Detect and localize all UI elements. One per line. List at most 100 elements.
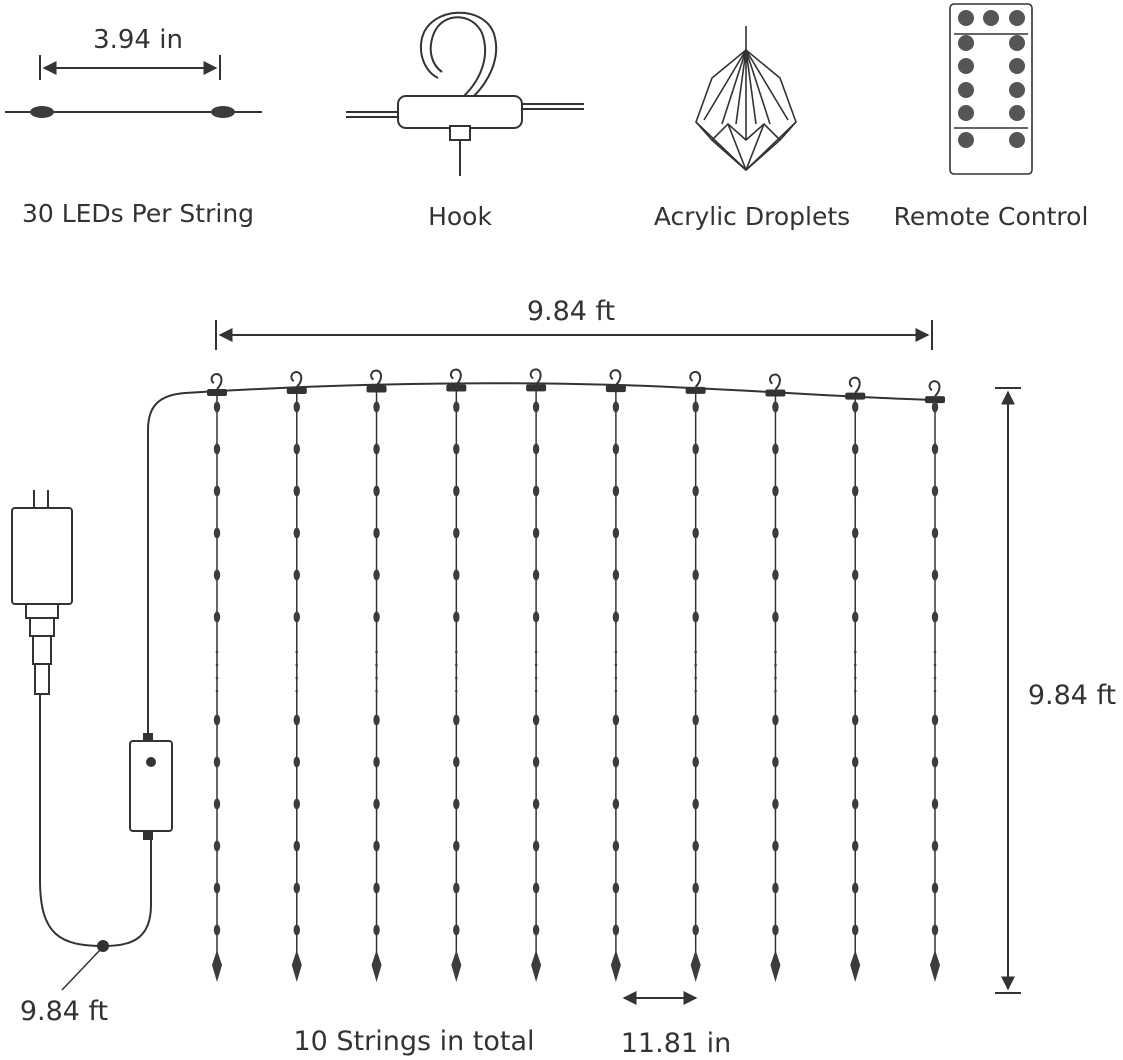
gap-dot xyxy=(694,663,697,667)
string-droplet xyxy=(850,950,861,982)
gap-dot xyxy=(614,689,618,693)
led-bulb xyxy=(532,756,540,768)
gap-dot xyxy=(455,689,458,693)
led-bulb xyxy=(293,714,300,726)
led-bulb xyxy=(293,611,300,623)
gap-dot xyxy=(215,663,219,667)
led-bulb xyxy=(692,714,699,726)
string-clip xyxy=(446,384,467,392)
led-bulb xyxy=(453,527,460,539)
led-bulb xyxy=(931,882,939,894)
led-bulb xyxy=(213,882,221,894)
led-bulb xyxy=(453,569,460,581)
gap-dot xyxy=(534,689,538,693)
string-droplet xyxy=(451,950,462,982)
led-bulb xyxy=(532,611,540,623)
led-bulb xyxy=(373,840,380,852)
acrylic-droplet-icon xyxy=(695,26,797,172)
led-bulb xyxy=(612,714,620,726)
led-bulb xyxy=(453,611,460,623)
acrylic-droplets-label: Acrylic Droplets xyxy=(654,202,850,231)
led-bulb xyxy=(931,569,939,581)
lead-cable-label: 9.84 ft xyxy=(20,996,108,1027)
gap-dot xyxy=(295,689,299,693)
string-clip xyxy=(207,389,227,396)
string-droplet xyxy=(610,950,621,982)
gap-dot xyxy=(534,676,538,680)
led-bulb xyxy=(772,714,779,726)
led-bulb xyxy=(453,840,460,852)
gap-dot xyxy=(694,676,697,680)
led-bulb xyxy=(772,882,779,894)
led-bulb xyxy=(532,882,540,894)
led-bulb xyxy=(772,443,779,455)
string-hook-icon xyxy=(210,372,223,390)
led-bulb xyxy=(293,485,300,497)
hook-icon xyxy=(346,11,584,176)
led-bulb xyxy=(692,798,699,810)
led-bulb xyxy=(772,756,779,768)
led-bulb xyxy=(931,798,939,810)
leds-per-string-label: 30 LEDs Per String xyxy=(22,199,254,228)
led-bulb xyxy=(852,756,859,768)
led-bulb xyxy=(931,611,939,623)
led-bulb xyxy=(692,485,699,497)
led-bulb xyxy=(213,840,221,852)
led-bulb xyxy=(293,527,300,539)
gap-dot xyxy=(215,650,219,654)
led-bulb xyxy=(852,485,859,497)
led-bulb xyxy=(453,401,460,413)
led-string xyxy=(526,368,547,982)
led-bulb xyxy=(612,527,620,539)
gap-dot xyxy=(933,663,937,667)
width-label: 9.84 ft xyxy=(527,296,615,327)
string-droplet xyxy=(371,950,382,982)
string-clip xyxy=(605,385,626,393)
hook-label: Hook xyxy=(428,202,492,231)
led-bulb xyxy=(772,611,779,623)
led-bulb xyxy=(772,401,779,413)
led-bulb xyxy=(612,798,620,810)
led-bulb xyxy=(692,401,699,413)
led-bulb xyxy=(612,443,620,455)
gap-dot xyxy=(295,663,299,667)
string-hook-icon xyxy=(848,376,861,394)
led-bulb xyxy=(931,527,939,539)
string-clip xyxy=(845,392,866,400)
led-bulb xyxy=(931,924,939,936)
led-bulb xyxy=(692,756,699,768)
gap-dot xyxy=(694,689,697,693)
cable-joint xyxy=(97,940,109,952)
cable-leader-line xyxy=(61,949,101,991)
led-bulb xyxy=(293,443,300,455)
gap-dot xyxy=(375,689,378,693)
led-bulb xyxy=(931,443,939,455)
string-hook-icon xyxy=(290,371,303,388)
led-strings xyxy=(207,368,945,982)
gap-dot xyxy=(853,676,857,680)
led-bulb xyxy=(213,485,221,497)
led-bulb xyxy=(453,798,460,810)
string-hook-icon xyxy=(449,368,462,386)
led-bulb xyxy=(931,401,939,413)
led-string xyxy=(765,373,786,982)
led-spacing-label: 3.94 in xyxy=(93,25,183,55)
led-bulb xyxy=(453,756,460,768)
led-bulb xyxy=(213,798,221,810)
gap-dot xyxy=(614,676,618,680)
string-clip xyxy=(526,384,547,392)
led-bulb xyxy=(852,924,859,936)
string-hook-icon xyxy=(529,368,542,386)
led-bulb xyxy=(612,485,620,497)
led-string xyxy=(685,370,706,982)
led-bulb xyxy=(213,924,221,936)
led-string xyxy=(286,371,307,982)
led-spacing-icon xyxy=(5,55,262,118)
led-bulb xyxy=(373,401,380,413)
led-bulb xyxy=(852,840,859,852)
gap-dot xyxy=(534,663,538,667)
gap-dot xyxy=(375,650,378,654)
top-wire xyxy=(147,382,941,740)
gap-dot xyxy=(534,650,538,654)
